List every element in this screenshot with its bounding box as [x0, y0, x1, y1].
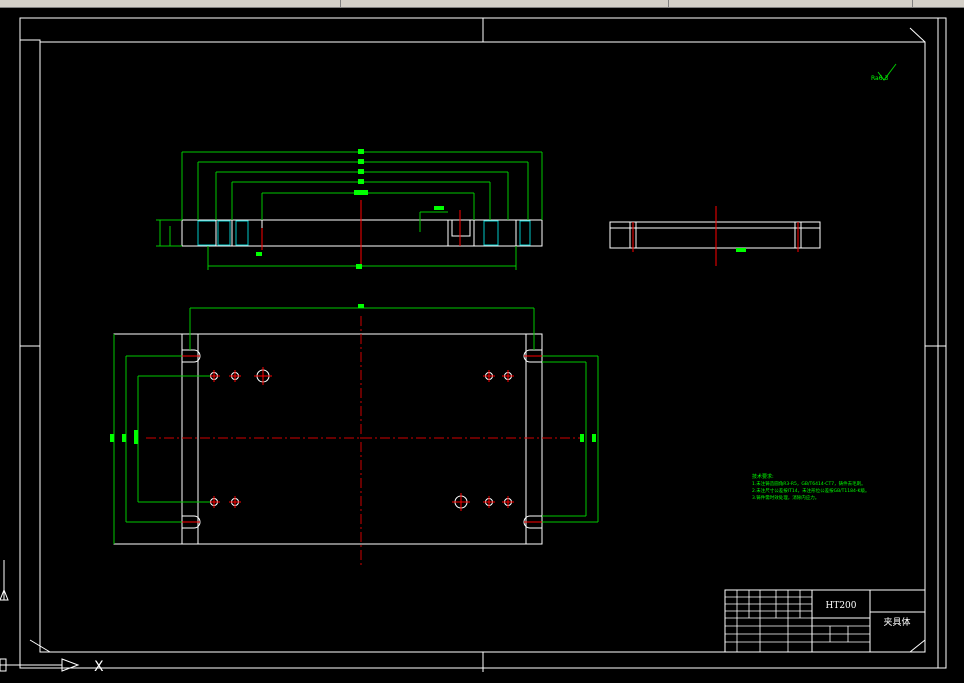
title-block: HT200 夹具体	[724, 589, 926, 653]
side-view	[609, 206, 821, 266]
part-name: 夹具体	[883, 616, 910, 628]
technical-requirements: 技术要求: 1.未注铸造圆角R3-R5，GB/T6414-CT7，铸件去毛刺。 …	[752, 473, 869, 501]
tech-req-line-1: 1.未注铸造圆角R3-R5，GB/T6414-CT7，铸件去毛刺。	[752, 480, 866, 487]
plan-view	[110, 304, 599, 566]
roughness-label: Ra6.3	[871, 75, 888, 82]
window-title-bar	[0, 0, 964, 8]
ucs-icon: X	[0, 560, 104, 675]
cad-drawing-canvas[interactable]: Ra6.3	[0, 8, 964, 683]
tech-req-line-2: 2.未注尺寸公差按IT14，未注形位公差按GB/T1184-K级。	[752, 487, 869, 494]
front-section-view	[156, 149, 543, 270]
material-label: HT200	[825, 601, 856, 611]
surface-roughness-symbol: Ra6.3	[871, 63, 897, 82]
sheet-frame	[19, 17, 947, 672]
tech-req-line-3: 3.铸件需时效处理，消除内应力。	[752, 494, 819, 501]
tech-req-title: 技术要求:	[752, 473, 774, 480]
ucs-x-label: X	[94, 659, 104, 675]
